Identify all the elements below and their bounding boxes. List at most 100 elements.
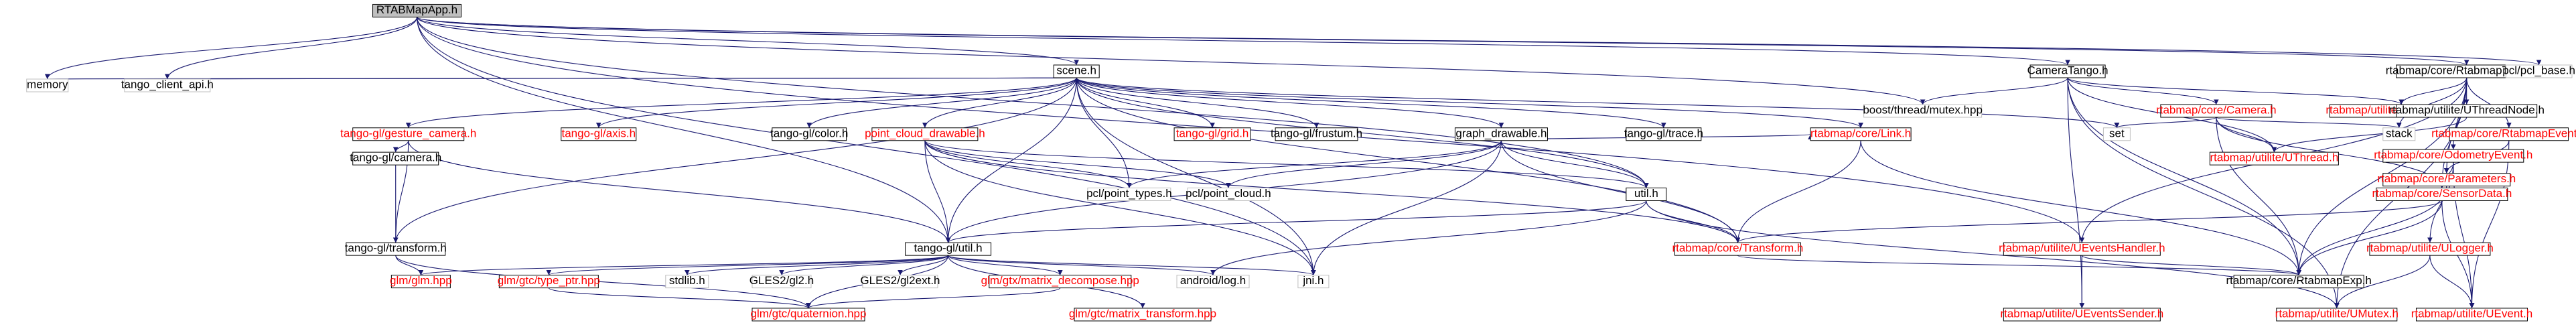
edge-scene-to-tango_client_api xyxy=(167,74,1077,80)
node-boost-mutex[interactable]: boost/thread/mutex.hpp xyxy=(1863,104,1983,118)
edge-link-to-rt_transform xyxy=(1735,140,1861,243)
node-tg-util[interactable]: tango-gl/util.h xyxy=(905,242,992,256)
node-box xyxy=(1087,187,1171,201)
node-sensor-data[interactable]: rtabmap/core/SensorData.h xyxy=(2372,187,2512,201)
node-label: tango_client_api.h xyxy=(121,78,214,91)
node-trace[interactable]: tango-gl/trace.h xyxy=(1624,127,1703,141)
node-graph-drawable[interactable]: graph_drawable.h xyxy=(1454,127,1548,141)
node-matrix-decompose[interactable]: glm/gtx/matrix_decompose.hpp xyxy=(981,274,1139,289)
edge-tg_transform-to-glm xyxy=(395,255,424,275)
node-box xyxy=(772,127,847,141)
node-camera-tango[interactable]: CameraTango.h xyxy=(2027,64,2108,78)
node-stdlib[interactable]: stdlib.h xyxy=(665,274,709,289)
node-odometry-event[interactable]: rtabmap/core/OdometryEvent.h xyxy=(2374,149,2532,163)
node-box xyxy=(1187,187,1270,201)
edge-camera_tango-to-ueventssender xyxy=(2067,77,2085,308)
node-label: rtabmap/core/SensorData.h xyxy=(2372,187,2512,200)
node-scene[interactable]: scene.h xyxy=(1053,64,1100,78)
node-link[interactable]: rtabmap/core/Link.h xyxy=(1810,127,1912,141)
node-pcl-base[interactable]: pcl/pcl_base.h xyxy=(2502,64,2575,78)
edge-root-to-jni xyxy=(416,17,1316,275)
node-label: tango-gl/transform.h xyxy=(345,242,447,255)
node-box xyxy=(2160,104,2273,118)
node-label: rtabmap/utilite/UMutex.h xyxy=(2275,307,2399,320)
node-rt-camera[interactable]: rtabmap/core/Camera.h xyxy=(2156,104,2277,118)
node-gles2[interactable]: GLES2/gl2.h xyxy=(749,274,814,289)
node-box xyxy=(1173,127,1251,141)
node-tango-client-api[interactable]: tango_client_api.h xyxy=(121,78,214,92)
node-box xyxy=(372,3,462,17)
edge-point_cloud_drawable-to-tg_util xyxy=(924,140,951,243)
edge-tg_util-to-jni xyxy=(948,255,1316,276)
node-label: rtabmap/utilite/UEvent.h xyxy=(2411,307,2532,320)
edge-point_cloud_drawable-to-jni xyxy=(924,140,1316,275)
edge-scene-to-frustum xyxy=(1076,77,1319,128)
edge-camera_tango-to-boost_mutex xyxy=(1920,77,2068,105)
node-rtabmap-event[interactable]: rtabmap/core/RtabmapEvent.h xyxy=(2431,127,2576,141)
node-frustum[interactable]: tango-gl/frustum.h xyxy=(1271,127,1362,141)
edge-scene-to-link xyxy=(1076,77,1863,129)
edge-util_h-to-android_log xyxy=(1210,200,1647,275)
node-grid[interactable]: tango-gl/grid.h xyxy=(1173,127,1251,141)
node-box xyxy=(352,151,439,166)
edge-rt_transform-to-rtabmapexp xyxy=(1737,255,2301,276)
edge-ulogger-to-umutex xyxy=(2334,255,2431,308)
node-box xyxy=(989,275,1132,289)
node-label: scene.h xyxy=(1056,64,1096,77)
node-label: GLES2/gl2.h xyxy=(749,274,814,287)
node-label: rtabmap/core/Link.h xyxy=(1810,127,1911,139)
node-box xyxy=(2505,64,2573,78)
node-label: tango-gl/frustum.h xyxy=(1271,127,1362,139)
edge-type_ptr-to-quaternion xyxy=(548,287,811,309)
node-label: graph_drawable.h xyxy=(1455,127,1547,139)
edge-rt_camera-to-uthread xyxy=(2216,117,2277,153)
node-label: tango-gl/axis.h xyxy=(561,127,636,139)
node-label: rtabmap/utilite/ULogger.h xyxy=(2366,242,2494,255)
node-label: rtabmap/core/RtabmapEvent.h xyxy=(2431,127,2576,139)
edge-camera_tango-to-rtabmapexp xyxy=(2067,77,2302,275)
node-gesture-camera[interactable]: tango-gl/gesture_camera.h xyxy=(340,127,476,141)
node-gles2ext[interactable]: GLES2/gl2ext.h xyxy=(860,274,940,289)
node-matrix-transform[interactable]: glm/gtc/matrix_transform.hpp xyxy=(1069,307,1216,322)
node-box xyxy=(1674,242,1801,256)
node-box xyxy=(1626,187,1667,201)
node-uevent[interactable]: rtabmap/utilite/UEvent.h xyxy=(2411,307,2532,322)
node-memory[interactable]: memory xyxy=(26,78,69,92)
node-pcl-point-cloud[interactable]: pcl/point_cloud.h xyxy=(1186,187,1271,201)
node-android-log[interactable]: android/log.h xyxy=(1176,274,1250,289)
node-label: rtabmap/utilite/UThreadNode.h xyxy=(2388,104,2544,117)
node-color[interactable]: tango-gl/color.h xyxy=(770,127,848,141)
node-axis[interactable]: tango-gl/axis.h xyxy=(561,127,637,141)
node-stack[interactable]: stack xyxy=(2382,127,2416,141)
node-quaternion[interactable]: glm/gtc/quaternion.hpp xyxy=(751,307,867,322)
node-root[interactable]: RTABMapApp.h xyxy=(372,3,462,17)
node-label: tango-gl/trace.h xyxy=(1624,127,1703,139)
node-tg-transform[interactable]: tango-gl/transform.h xyxy=(345,242,447,256)
node-rt-transform[interactable]: rtabmap/core/Transform.h xyxy=(1672,242,1803,256)
node-box xyxy=(665,275,709,289)
node-uthreadnode[interactable]: rtabmap/utilite/UThreadNode.h xyxy=(2388,104,2545,118)
node-jni[interactable]: jni.h xyxy=(1297,274,1330,289)
node-point-cloud-drawable[interactable]: point_cloud_drawable.h xyxy=(865,127,985,141)
node-type-ptr[interactable]: glm/gtc/type_ptr.hpp xyxy=(498,274,600,289)
node-util-h[interactable]: util.h xyxy=(1626,187,1667,201)
node-label: stdlib.h xyxy=(669,274,705,287)
edge-root-to-pcl_base xyxy=(416,17,2541,66)
node-ueventshandler[interactable]: rtabmap/utilite/UEventsHandler.h xyxy=(1999,242,2165,256)
node-ueventssender[interactable]: rtabmap/utilite/UEventsSender.h xyxy=(2000,307,2163,322)
node-ulogger[interactable]: rtabmap/utilite/ULogger.h xyxy=(2366,242,2494,256)
edge-root-to-tango_client_api xyxy=(165,17,418,80)
edge-tg_util-to-type_ptr xyxy=(546,255,949,276)
node-uthread[interactable]: rtabmap/utilite/UThread.h xyxy=(2209,151,2339,166)
node-set[interactable]: set xyxy=(2102,127,2131,141)
node-label: rtabmap/core/Parameters.h xyxy=(2377,172,2516,185)
edge-tg_util-to-gles2 xyxy=(779,255,949,276)
node-parameters[interactable]: rtabmap/core/Parameters.h xyxy=(2377,172,2516,187)
node-pcl-point-types[interactable]: pcl/point_types.h xyxy=(1086,187,1172,201)
node-umutex[interactable]: rtabmap/utilite/UMutex.h xyxy=(2275,307,2399,322)
node-tg-camera[interactable]: tango-gl/camera.h xyxy=(350,151,441,166)
node-rtabmapexp[interactable]: rtabmap/core/RtabmapExp.h xyxy=(2226,274,2372,289)
node-box xyxy=(2233,275,2364,289)
node-label: stack xyxy=(2386,127,2413,139)
node-glm[interactable]: glm/glm.hpp xyxy=(390,274,452,289)
